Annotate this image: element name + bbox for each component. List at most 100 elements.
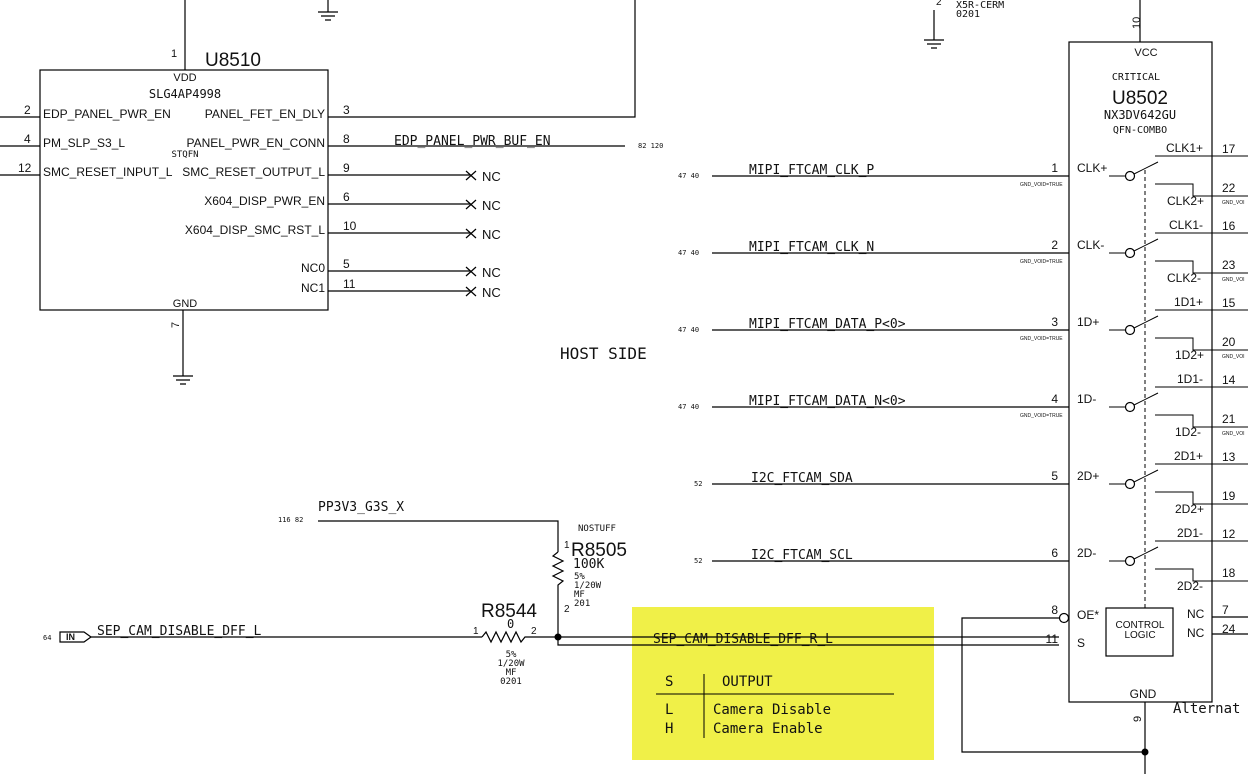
u8510-pin-num: 6 <box>343 190 350 204</box>
u8502-pin-num: 2 <box>1051 238 1058 252</box>
u8510-pin-num: 9 <box>343 161 350 175</box>
in-port-label: IN <box>66 632 75 642</box>
u8502-pin-num: 16 <box>1222 219 1236 233</box>
u8502-pin-num: 4 <box>1051 392 1058 406</box>
u8502-pin-name: NC <box>1187 607 1205 621</box>
nc-label: NC <box>482 285 501 300</box>
ground-symbol-u8510 <box>173 310 193 385</box>
r8505-spec: 201 <box>574 599 590 609</box>
u8502-pin-num: 8 <box>1051 603 1058 617</box>
u8510-pin-name: PANEL_FET_EN_DLY <box>205 107 325 121</box>
control-logic-label: CONTROL <box>1116 620 1165 631</box>
gnd-void-tag: GND_VOID=TRUE <box>1020 259 1063 265</box>
truth-table-header: S <box>665 674 673 690</box>
r8544-pin1: 1 <box>473 626 479 637</box>
cap-dielectric: X5R-CERM <box>956 0 1004 11</box>
r8505-spec: MF <box>574 590 585 600</box>
u8510-pin-name: X604_DISP_PWR_EN <box>204 194 325 208</box>
truth-table-highlight <box>632 607 934 760</box>
u8502-pin-name: CLK2+ <box>1167 194 1204 208</box>
u8502-pin-name: 1D1+ <box>1174 295 1203 309</box>
r8544-pin2: 2 <box>531 626 537 637</box>
gnd-void-tag: GND_VOI <box>1222 200 1245 206</box>
nc-label: NC <box>482 227 501 242</box>
u8502-pin-name: NC <box>1187 626 1205 640</box>
r8544-spec: 1/20W <box>497 659 525 669</box>
net-label: MIPI_FTCAM_CLK_P <box>749 163 874 178</box>
u8502-vcc-pin-num: 10 <box>1131 17 1143 29</box>
net-label-sep-cam-disable: SEP_CAM_DISABLE_DFF_L <box>97 624 262 639</box>
oe-to-gnd-wire <box>961 617 1146 774</box>
resistor-r8505 <box>551 551 565 637</box>
switch-input-stubs <box>1109 175 1125 562</box>
u8510-body <box>39 69 329 311</box>
u8510-gnd-label: GND <box>173 298 198 310</box>
net-label-edp-panel-pwr-buf-en: EDP_PANEL_PWR_BUF_EN <box>394 134 551 149</box>
u8510-package: STQFN <box>171 150 198 160</box>
truth-table-lines <box>656 674 894 738</box>
r8544-spec: 0201 <box>500 677 522 687</box>
truth-table-cell: Camera Enable <box>713 721 823 737</box>
u8502-pin-name: 2D2- <box>1177 579 1203 593</box>
switch-levers <box>1133 161 1159 560</box>
u8502-pin-name: 1D2+ <box>1175 348 1204 362</box>
u8510-pin-num: 10 <box>343 219 357 233</box>
pp3v3-wire <box>318 520 559 552</box>
gnd-void-tag: GND_VOID=TRUE <box>1020 336 1063 342</box>
u8502-pin-num: 20 <box>1222 335 1236 349</box>
u8502-pin-num: 15 <box>1222 296 1236 310</box>
u8510-vdd-label: VDD <box>173 72 196 84</box>
nc-label: NC <box>482 198 501 213</box>
u8502-pin-name: 2D2+ <box>1175 502 1204 516</box>
truth-table: S OUTPUT L Camera Disable H Camera Enabl… <box>656 674 894 738</box>
nc-cross-icon <box>465 170 477 297</box>
s-pin-wire <box>557 637 1059 646</box>
switch-contacts <box>1124 170 1136 567</box>
truth-table-header: OUTPUT <box>722 674 773 690</box>
u8502-pin-num: 22 <box>1222 181 1236 195</box>
u8510-pin-name: SMC_RESET_INPUT_L <box>43 165 173 179</box>
u8510-vdd-pin-num: 1 <box>171 48 177 60</box>
net-page-refs: 116 82 <box>278 516 303 524</box>
junction-dot <box>1141 748 1149 756</box>
nc-pin-wires <box>1212 616 1248 635</box>
u8510-pin-name: NC0 <box>301 261 325 275</box>
control-logic-label: LOGIC <box>1124 630 1155 641</box>
u8502-pin-name: 2D1- <box>1177 526 1203 540</box>
net-label: MIPI_FTCAM_DATA_N<0> <box>749 394 906 409</box>
u8502-pin-num: 14 <box>1222 373 1236 387</box>
net-label: I2C_FTCAM_SDA <box>751 471 853 486</box>
u8502-pin-name: CLK1+ <box>1166 141 1203 155</box>
ground-symbol-top <box>318 0 338 21</box>
switch-output-traces <box>1155 155 1248 582</box>
u8502-pin-name: S <box>1077 636 1085 650</box>
u8502-pin-name: 2D- <box>1077 546 1096 560</box>
net-page-refs: 82 120 <box>638 142 663 150</box>
u8510-pin-num: 12 <box>18 161 32 175</box>
u8502-gnd-pin-num: 9 <box>1132 716 1144 722</box>
nc-label: NC <box>482 265 501 280</box>
r8505-pin1: 1 <box>564 540 570 551</box>
u8502-pin-name: 1D2- <box>1175 425 1201 439</box>
u8502-pin-num: 12 <box>1222 527 1236 541</box>
cap-size: 0201 <box>956 9 980 20</box>
net-label-sep-cam-disable-r: SEP_CAM_DISABLE_DFF_R_L <box>653 632 833 647</box>
net-page-refs: 64 <box>43 634 51 642</box>
u8502-pin-name: 2D1+ <box>1174 449 1203 463</box>
top-capacitor-fragment: 2 X5R-CERM 0201 <box>924 0 1004 49</box>
net-label: MIPI_FTCAM_DATA_P<0> <box>749 317 906 332</box>
u8502-pin-name: 2D+ <box>1077 469 1099 483</box>
u8510-refdes: U8510 <box>205 50 261 71</box>
r8505-value: 100K <box>573 557 604 572</box>
u8510-pin-name: EDP_PANEL_PWR_EN <box>43 107 171 121</box>
truth-table-cell: H <box>665 721 673 737</box>
u8510-gnd-pin-num: 7 <box>170 322 182 328</box>
u8510-pin-num: 2 <box>24 103 31 117</box>
truth-table-cell: L <box>665 702 673 718</box>
r8505-refdes: R8505 <box>571 540 627 561</box>
u8502-pin-name: 1D+ <box>1077 315 1099 329</box>
u8502-pin-num: 19 <box>1222 489 1236 503</box>
r8505-spec: 1/20W <box>574 581 602 591</box>
net-page-refs: 47 40 <box>678 326 699 334</box>
